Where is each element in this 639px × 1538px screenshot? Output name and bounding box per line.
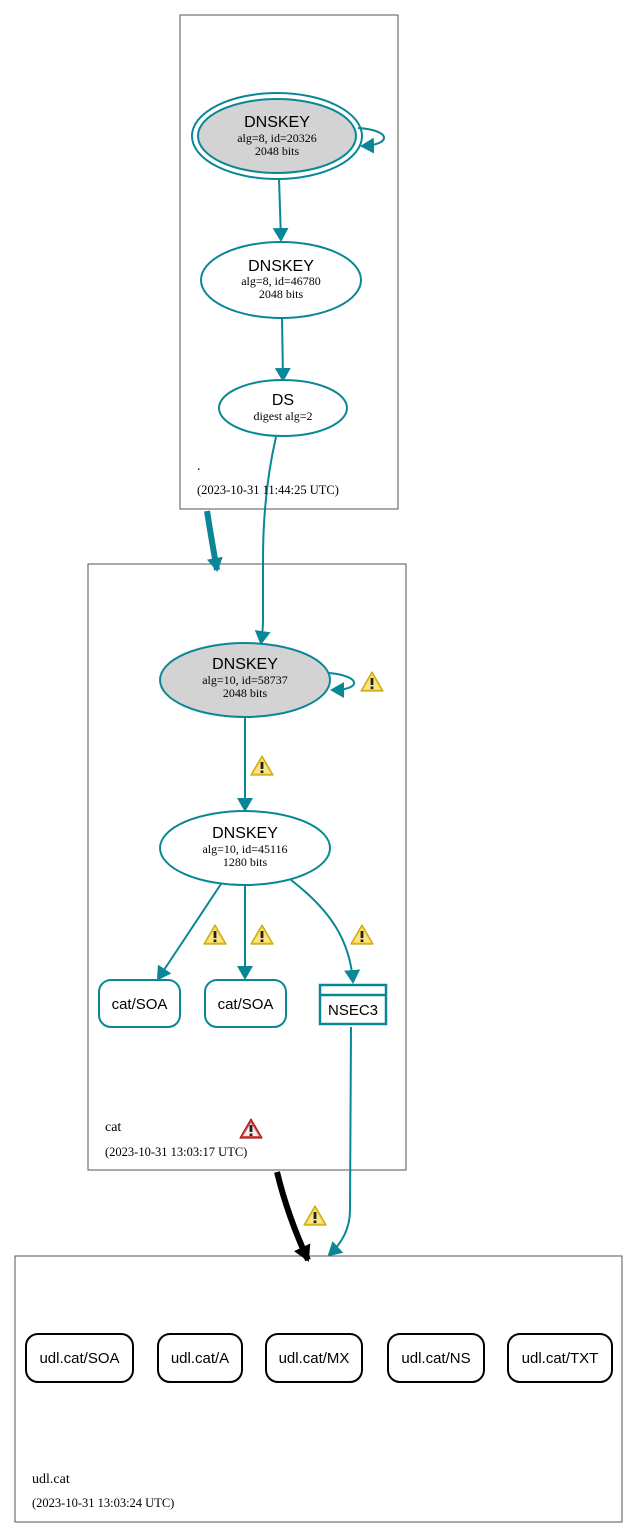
udl-zone-label: udl.cat [32,1472,70,1487]
cat-ksk-bits: 2048 bits [223,686,268,700]
udl-txt-label: udl.cat/TXT [522,1350,599,1367]
root-ksk-title: DNSKEY [244,114,310,131]
warning-triangle-icon[interactable] [350,924,374,945]
warning-triangle-icon[interactable] [250,755,274,776]
root-zsk-node[interactable]: DNSKEY alg=8, id=46780 2048 bits [200,241,362,319]
ds-to-cat-ksk-edge [254,436,277,645]
cat-ksk-node[interactable]: DNSKEY alg=10, id=58737 2048 bits [159,642,331,718]
cat-zsk-bits: 1280 bits [223,855,268,869]
cat-zone-box [87,563,407,1171]
cat-soa-node-2[interactable]: cat/SOA [204,979,287,1028]
root-zsk-to-ds-edge [274,316,291,382]
nsec3-to-udl-edge [327,1026,352,1257]
warning-triangle-icon[interactable] [250,924,274,945]
cat-ksk-alg: alg=10, id=58737 [202,673,288,687]
root-zsk-alg: alg=8, id=46780 [241,274,321,288]
root-ksk-node[interactable]: DNSKEY alg=8, id=20326 2048 bits [191,92,363,180]
cat-zone-timestamp: (2023-10-31 13:03:17 UTC) [105,1145,247,1159]
cat-soa-node-1[interactable]: cat/SOA [98,979,181,1028]
cat-nsec3-node[interactable]: NSEC3 [318,983,388,1026]
root-ksk-alg: alg=8, id=20326 [237,131,317,145]
cat-to-udl-delegation-edge [274,1171,311,1262]
root-zsk-bits: 2048 bits [259,287,304,301]
cat-zsk-title: DNSKEY [212,825,278,842]
warning-triangle-icon[interactable] [303,1205,327,1226]
error-triangle-icon[interactable] [239,1118,263,1139]
warning-triangle-icon[interactable] [203,924,227,945]
root-ksk-bits: 2048 bits [255,144,300,158]
cat-soa-1-label: cat/SOA [112,996,168,1013]
root-to-cat-delegation-edge [204,510,223,572]
root-ds-digest: digest alg=2 [253,409,312,423]
cat-zsk-to-soa1-edge [156,883,222,981]
cat-ksk-self-sign-edge [328,672,355,698]
cat-zsk-alg: alg=10, id=45116 [202,842,287,856]
cat-zone-label: cat [105,1120,121,1135]
root-ds-title: DS [272,392,294,409]
nsec3-label: NSEC3 [328,1002,378,1019]
udl-soa-record[interactable]: udl.cat/SOA [25,1333,134,1383]
cat-zsk-node[interactable]: DNSKEY alg=10, id=45116 1280 bits [159,810,331,886]
ksk-self-sign-edge [357,127,385,154]
warning-triangle-icon[interactable] [360,671,384,692]
root-zone-timestamp: (2023-10-31 11:44:25 UTC) [197,483,339,497]
udl-zone-box [14,1255,623,1523]
cat-zsk-to-nsec3-edge [290,879,361,984]
root-ds-node[interactable]: DS digest alg=2 [218,379,348,437]
udl-a-label: udl.cat/A [171,1350,229,1367]
udl-soa-label: udl.cat/SOA [39,1350,119,1367]
root-ksk-to-zsk-edge [272,177,289,242]
root-zsk-title: DNSKEY [248,258,314,275]
udl-zone-timestamp: (2023-10-31 13:03:24 UTC) [32,1496,174,1510]
udl-a-record[interactable]: udl.cat/A [157,1333,243,1383]
udl-txt-record[interactable]: udl.cat/TXT [507,1333,613,1383]
cat-soa-2-label: cat/SOA [218,996,274,1013]
root-zone-label: . [197,459,201,474]
udl-ns-label: udl.cat/NS [401,1350,470,1367]
udl-mx-label: udl.cat/MX [279,1350,350,1367]
cat-ksk-title: DNSKEY [212,656,278,673]
udl-ns-record[interactable]: udl.cat/NS [387,1333,485,1383]
root-zone-box [179,14,399,510]
udl-mx-record[interactable]: udl.cat/MX [265,1333,363,1383]
